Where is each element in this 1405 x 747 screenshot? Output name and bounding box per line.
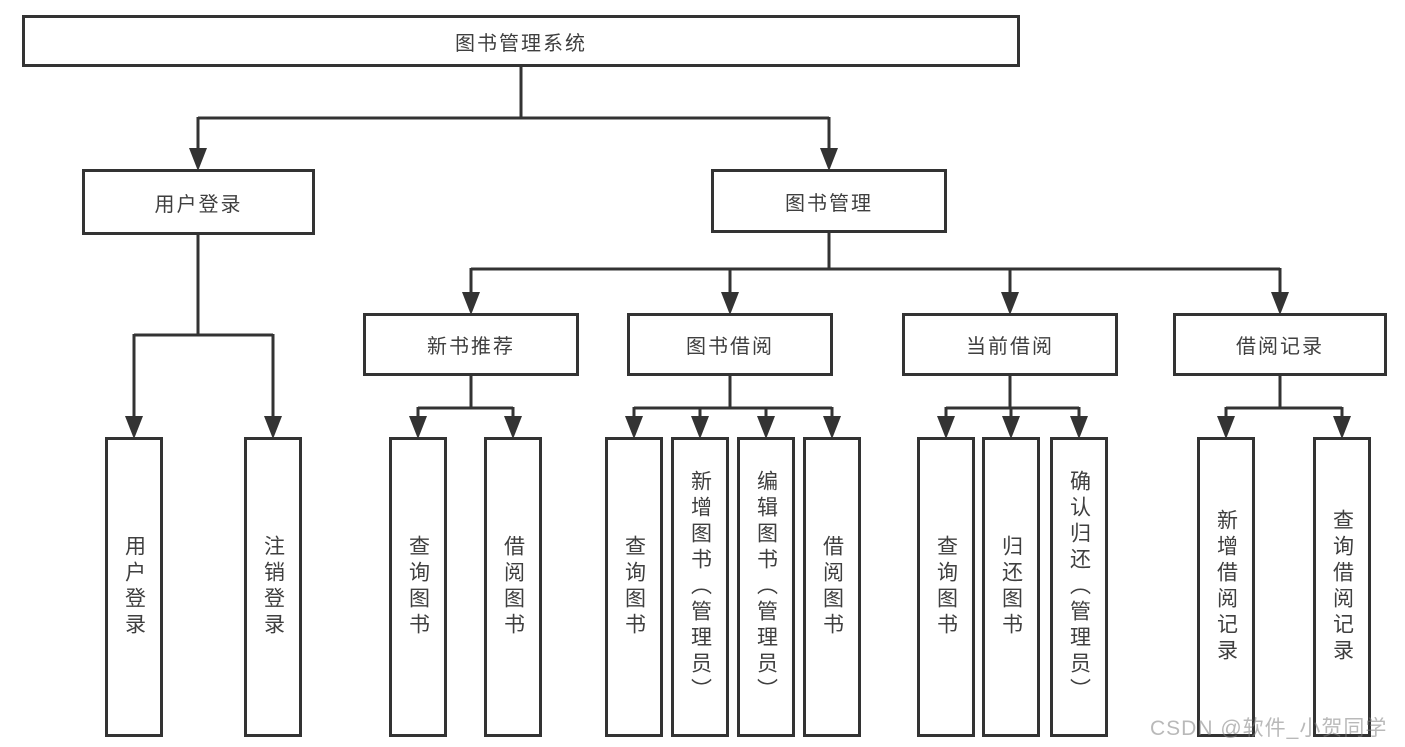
node-label: 归还图书 [999, 535, 1023, 639]
node-label: 查询图书 [406, 535, 430, 639]
node-label: 借阅图书 [501, 535, 525, 639]
leaf-query-book-1: 查询图书 [389, 437, 447, 737]
leaf-add-book-admin: 新增图书（管理员） [671, 437, 729, 737]
watermark: CSDN @软件_小贺同学 [1150, 717, 1388, 740]
node-label: 借阅图书 [820, 535, 844, 639]
arrowhead-icons [125, 148, 1351, 439]
leaf-user-login: 用户登录 [105, 437, 163, 737]
leaf-query-book-3: 查询图书 [917, 437, 975, 737]
node-label: 查询借阅记录 [1330, 509, 1354, 665]
node-library-system: 图书管理系统 [22, 15, 1020, 67]
node-new-book-recommend: 新书推荐 [363, 313, 579, 376]
node-label: 图书管理系统 [455, 32, 587, 55]
node-label: 用户登录 [154, 193, 243, 216]
node-current-borrowing: 当前借阅 [902, 313, 1118, 376]
leaf-edit-book-admin: 编辑图书（管理员） [737, 437, 795, 737]
leaf-query-borrow-record: 查询借阅记录 [1313, 437, 1371, 737]
node-book-management: 图书管理 [711, 169, 947, 233]
leaf-return-book: 归还图书 [982, 437, 1040, 737]
node-label: 新增借阅记录 [1214, 509, 1238, 665]
node-label: 新增图书（管理员） [688, 470, 712, 704]
node-label: 借阅记录 [1236, 336, 1324, 358]
node-label: 编辑图书（管理员） [754, 470, 778, 704]
node-book-borrowing: 图书借阅 [627, 313, 833, 376]
leaf-logout: 注销登录 [244, 437, 302, 737]
node-borrowing-records: 借阅记录 [1173, 313, 1387, 376]
node-label: 查询图书 [934, 535, 958, 639]
node-user-login: 用户登录 [82, 169, 315, 235]
node-label: 查询图书 [622, 535, 646, 639]
node-label: 当前借阅 [966, 336, 1054, 358]
node-label: 图书管理 [785, 192, 873, 215]
leaf-borrow-book-2: 借阅图书 [803, 437, 861, 737]
leaf-add-borrow-record: 新增借阅记录 [1197, 437, 1255, 737]
node-label: 图书借阅 [686, 336, 774, 358]
node-label: 新书推荐 [427, 336, 515, 358]
leaf-borrow-book-1: 借阅图书 [484, 437, 542, 737]
node-label: 注销登录 [261, 535, 285, 639]
leaf-confirm-return-admin: 确认归还（管理员） [1050, 437, 1108, 737]
node-label: 确认归还（管理员） [1067, 470, 1091, 704]
leaf-query-book-2: 查询图书 [605, 437, 663, 737]
node-label: 用户登录 [122, 535, 146, 639]
